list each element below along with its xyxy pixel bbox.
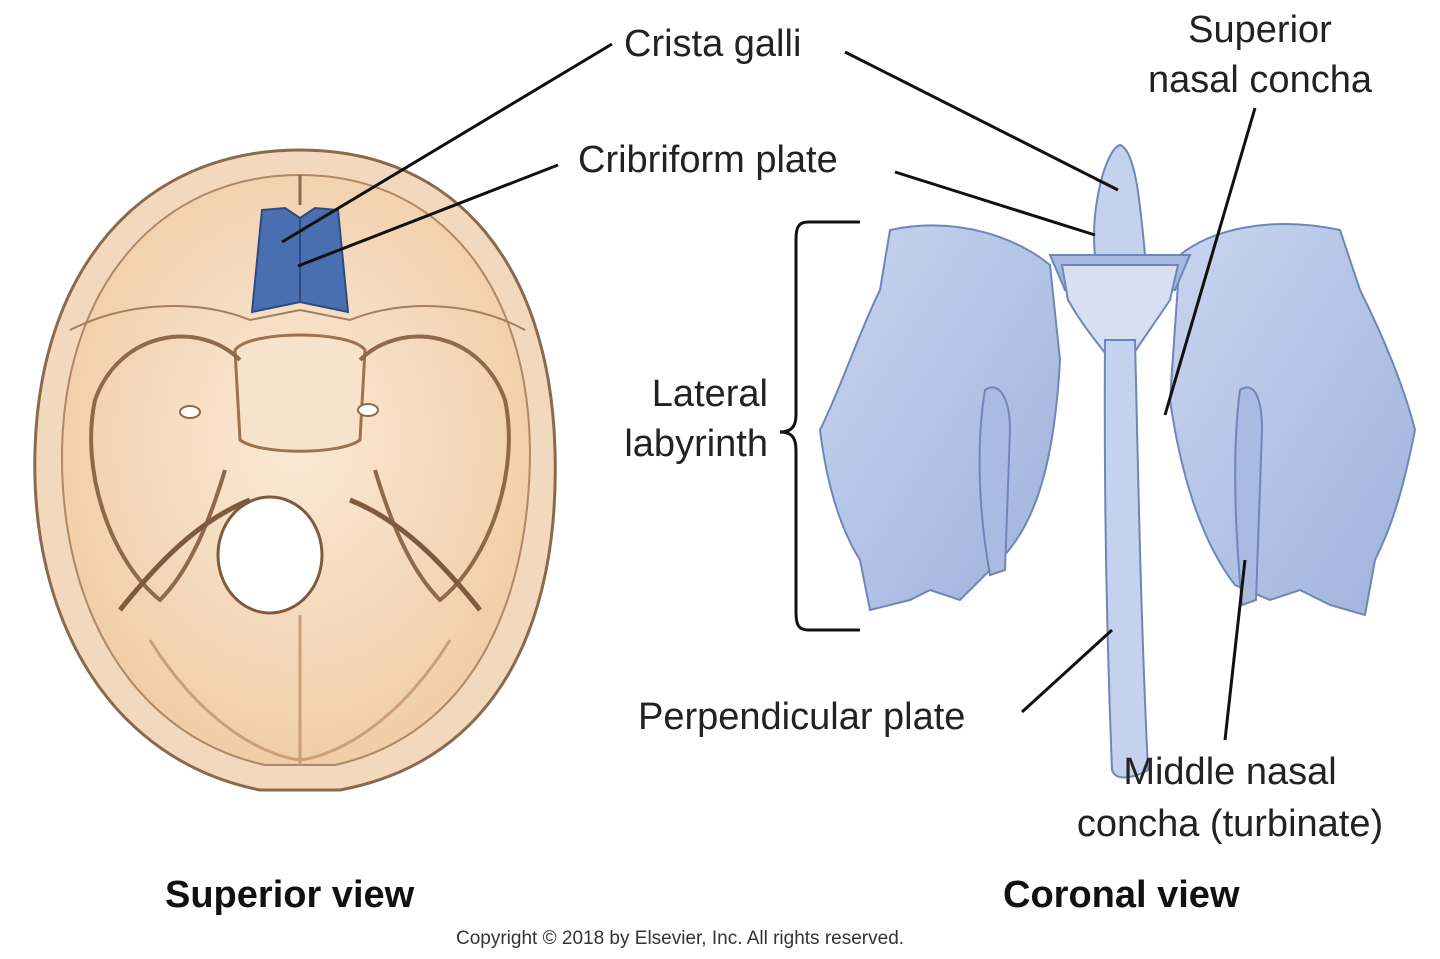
lateral-labyrinth-left xyxy=(818,224,1062,612)
crista-galli-shape xyxy=(1093,143,1147,256)
label-superior-nasal-concha-line1: Superior xyxy=(1188,9,1332,51)
superior-view-skull xyxy=(33,148,557,792)
caption-coronal-view: Coronal view xyxy=(1003,874,1240,916)
sphenoid-ridge xyxy=(69,305,526,331)
middle-fossa-left xyxy=(89,334,242,603)
lateral-labyrinth-right xyxy=(1168,223,1417,617)
label-crista-galli: Crista galli xyxy=(624,23,802,65)
leader-perpendicular-plate xyxy=(1020,628,1114,714)
caption-superior-view: Superior view xyxy=(165,874,415,916)
label-perpendicular-plate: Perpendicular plate xyxy=(638,696,966,738)
petrous-ridge-left xyxy=(118,497,251,612)
copyright-notice: Copyright © 2018 by Elsevier, Inc. All r… xyxy=(456,928,905,949)
leader-superior-concha xyxy=(1163,107,1257,416)
leader-cribriform-left xyxy=(297,163,559,268)
foramen-right xyxy=(357,403,379,417)
label-middle-nasal-concha-line1: Middle nasal xyxy=(1123,751,1337,793)
leader-crista-galli-left xyxy=(281,42,613,244)
sella-turcica xyxy=(233,333,367,453)
label-middle-nasal-concha-line2: concha (turbinate) xyxy=(1076,803,1384,845)
middle-concha-left xyxy=(978,386,1012,577)
label-lateral-labyrinth-line2: labyrinth xyxy=(624,423,768,465)
lateral-labyrinth-bracket xyxy=(779,220,860,632)
perpendicular-plate-shape xyxy=(1103,339,1150,779)
foramen-magnum xyxy=(216,495,324,615)
label-superior-nasal-concha-line2: nasal concha xyxy=(1148,59,1372,101)
leader-middle-concha xyxy=(1223,559,1247,741)
label-cribriform-plate: Cribriform plate xyxy=(578,139,838,181)
label-lateral-labyrinth-line1: Lateral xyxy=(651,373,768,415)
leader-cribriform-right xyxy=(894,170,1096,237)
foramen-left xyxy=(179,405,201,419)
leader-crista-galli-right xyxy=(844,50,1119,192)
coronal-view-ethmoid xyxy=(818,143,1417,779)
middle-fossa-right xyxy=(358,334,511,603)
petrous-ridge-right xyxy=(349,497,482,612)
